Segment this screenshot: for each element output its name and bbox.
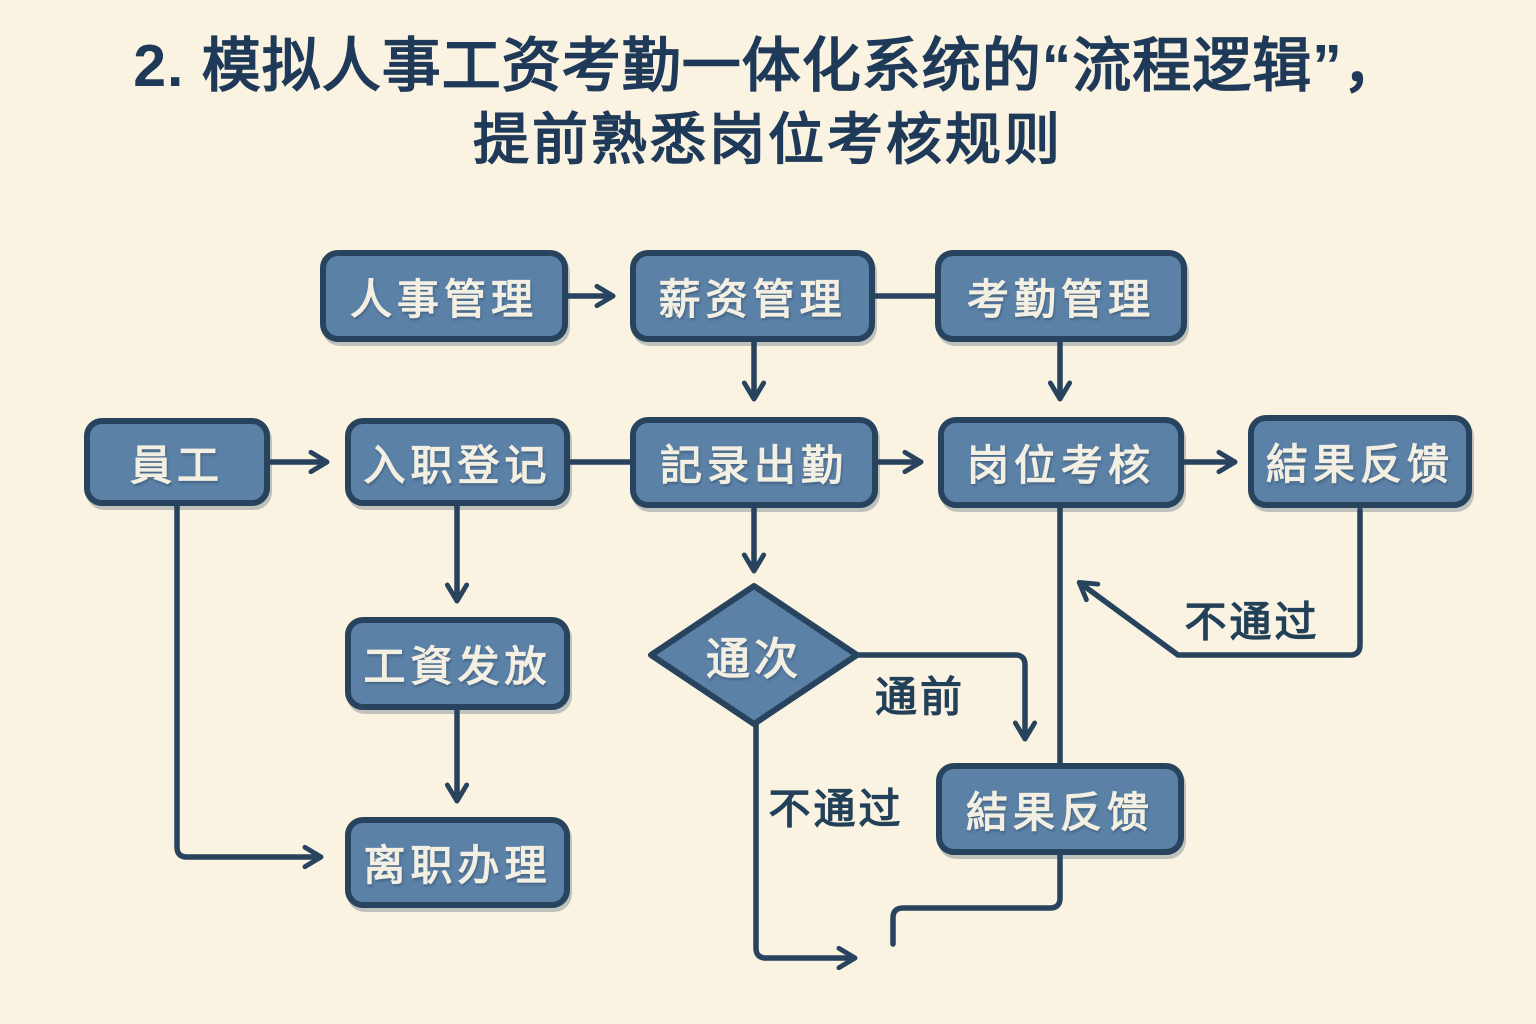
edge-label-fail-bottom: 不通过 — [768, 785, 904, 833]
node-post-assessment: 岗位考核 — [938, 417, 1184, 508]
node-salary-payment: 工資发放 — [345, 617, 570, 710]
node-onboarding-label: 入职登记 — [363, 441, 552, 489]
node-attendance-management: 考勤管理 — [935, 250, 1187, 342]
node-result-feedback-bottom-label: 結果反馈 — [965, 788, 1154, 836]
edge-label-fail-right: 不通过 — [1184, 598, 1320, 646]
page-title: 2. 模拟人事工资考勤一体化系统的“流程逻辑”， 提前熟悉岗位考核规则 — [0, 30, 1536, 177]
node-resignation-label: 离职办理 — [363, 842, 552, 889]
edge-feedback-top-fail-return — [1076, 507, 1363, 658]
edge-decision-pass-to-feedback-bottom — [855, 652, 1038, 742]
node-attendance-management-label: 考勤管理 — [966, 275, 1155, 323]
node-employee-label: 員工 — [129, 441, 224, 489]
decision-diamond-shape — [648, 583, 860, 727]
node-employee: 員工 — [84, 418, 270, 506]
node-decision-label: 通次 — [706, 635, 802, 684]
edge-employee-to-resignation — [174, 503, 324, 870]
node-result-feedback-top-label: 結果反馈 — [1265, 441, 1454, 488]
node-salary-management-label: 薪资管理 — [658, 275, 847, 323]
node-result-feedback-bottom: 結果反馈 — [936, 763, 1184, 855]
node-hr-management-label: 人事管理 — [349, 275, 538, 323]
page-title-line-1: 2. 模拟人事工资考勤一体化系统的“流程逻辑”， — [133, 33, 1403, 99]
node-salary-payment-label: 工資发放 — [363, 643, 552, 690]
edge-label-pass: 通前 — [874, 673, 966, 721]
node-record-attendance: 記录出勤 — [630, 417, 878, 508]
node-hr-management: 人事管理 — [320, 250, 568, 342]
node-onboarding: 入职登记 — [345, 418, 570, 506]
edge-feedback-bottom-out — [890, 852, 1063, 947]
node-salary-management: 薪资管理 — [630, 250, 875, 342]
edge-decision-fail-out — [753, 721, 858, 971]
node-record-attendance-label: 記录出勤 — [659, 442, 848, 489]
node-resignation: 离职办理 — [345, 817, 570, 908]
node-result-feedback-top: 結果反馈 — [1248, 415, 1472, 508]
page-title-line-2: 提前熟悉岗位考核规则 — [473, 107, 1063, 171]
node-post-assessment-label: 岗位考核 — [966, 442, 1155, 489]
